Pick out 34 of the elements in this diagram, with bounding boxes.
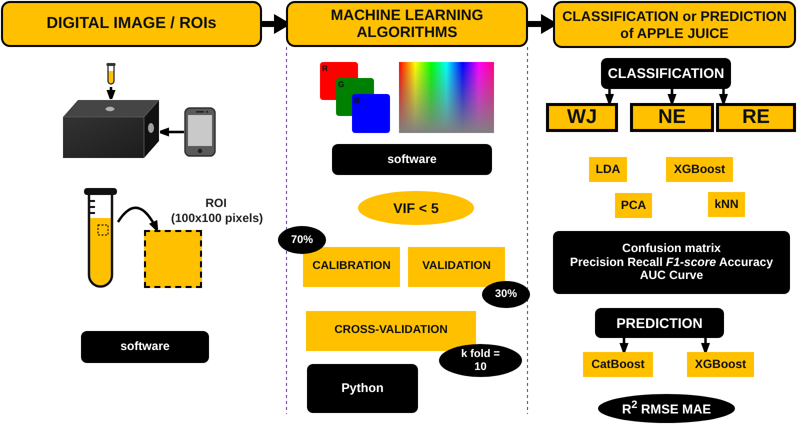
task-header: PREDICTION bbox=[595, 308, 724, 338]
imaging-chamber-picture bbox=[62, 99, 160, 159]
tool-tag: Python bbox=[307, 364, 418, 413]
roi-caption: ROI bbox=[204, 196, 228, 210]
stage-header: MACHINE LEARNING ALGORITHMS bbox=[286, 1, 528, 47]
channel-letter: R bbox=[322, 64, 328, 73]
roi-size-caption: (100x100 pixels) bbox=[170, 211, 264, 226]
algorithm-tag: PCA bbox=[615, 193, 652, 218]
algorithm-tag: kNN bbox=[708, 192, 745, 217]
metrics-panel: Confusion matrix Precision Recall F1-score Accuracy AUC Curve bbox=[553, 231, 790, 294]
fold-count-ellipse: k fold = 10 bbox=[439, 344, 522, 377]
class-box: WJ bbox=[546, 103, 618, 132]
channel-letter: G bbox=[338, 80, 344, 89]
criterion-ellipse: VIF < 5 bbox=[358, 191, 474, 225]
task-header: CLASSIFICATION bbox=[601, 58, 731, 89]
split-ratio-ellipse: 70% bbox=[278, 226, 326, 254]
tool-tag: software bbox=[81, 331, 209, 363]
dataset-step-box: VALIDATION bbox=[408, 247, 505, 287]
class-box: NE bbox=[630, 103, 714, 132]
algorithm-tag: XGBoost bbox=[666, 157, 733, 182]
dataset-step-box: CALIBRATION bbox=[303, 247, 400, 287]
stage-header: DIGITAL IMAGE / ROIs bbox=[1, 1, 262, 47]
metrics-ellipse: R$^{2}$ RMSE MAE bbox=[598, 394, 735, 423]
tool-tag: software bbox=[332, 144, 492, 175]
split-ratio-ellipse: 30% bbox=[482, 281, 530, 308]
roi-square bbox=[144, 230, 202, 288]
stage-header: CLASSIFICATION or PREDICTION of APPLE JUICE bbox=[553, 1, 796, 48]
test-tube-icon bbox=[106, 63, 116, 87]
smartphone-picture bbox=[184, 107, 216, 157]
algorithm-tag: XGBoost bbox=[687, 352, 754, 377]
class-box: RE bbox=[716, 103, 796, 132]
algorithm-tag: LDA bbox=[589, 157, 627, 182]
channel-letter: B bbox=[354, 96, 360, 105]
algorithm-tag: CatBoost bbox=[583, 352, 653, 377]
